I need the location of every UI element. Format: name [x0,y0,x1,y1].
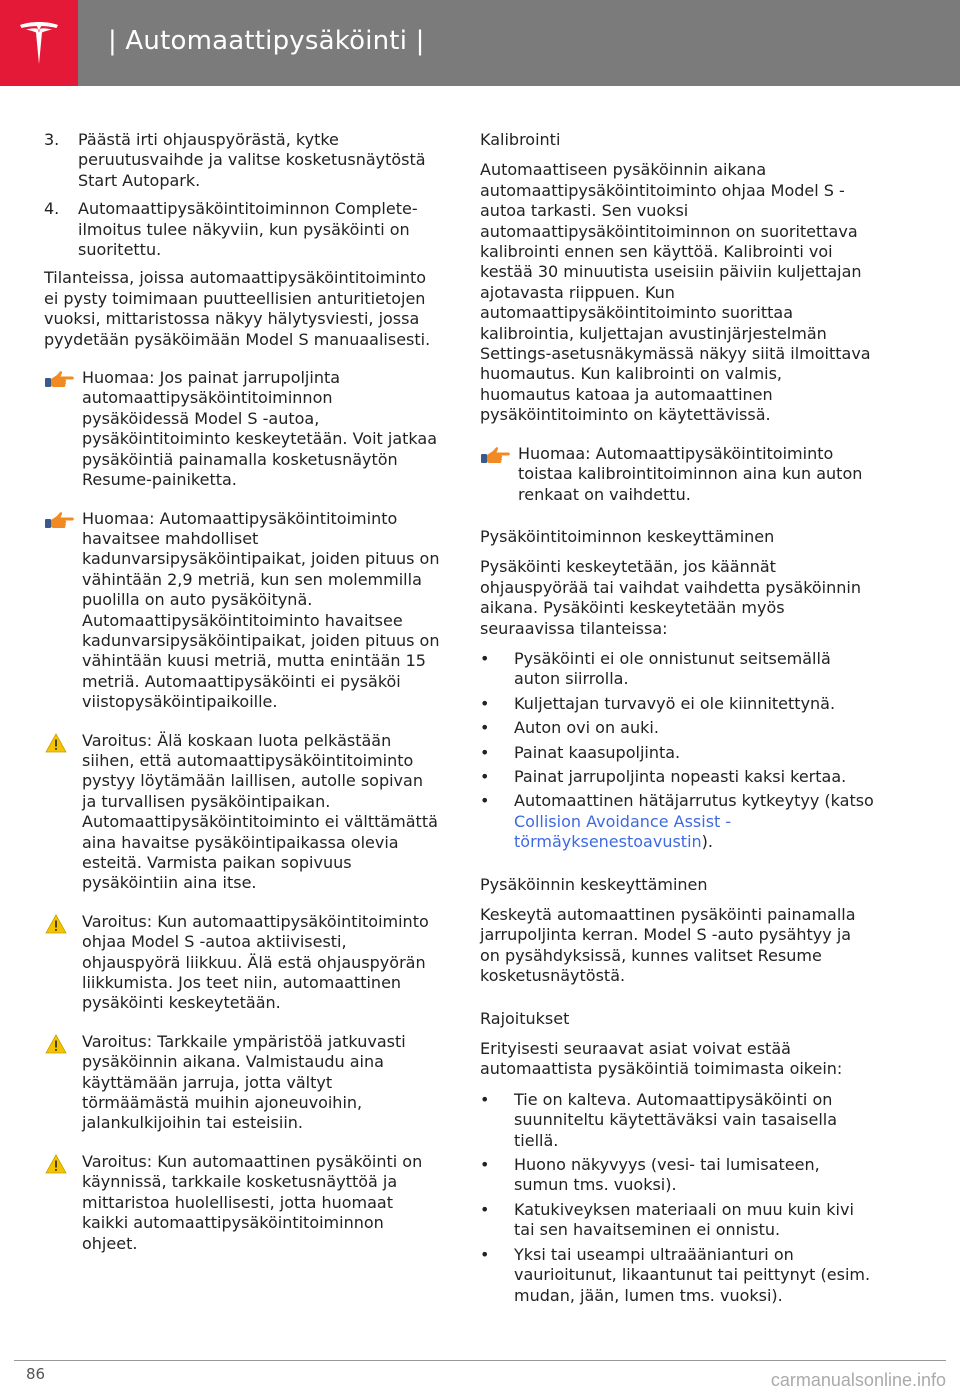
list-item-text: Huono näkyvyys (vesi- tai lumisateen, su… [514,1155,820,1195]
bullet-glyph: • [480,693,490,713]
list-item: • Kuljettajan turvavyö ei ole kiinnitetty… [480,694,876,714]
list-item: • Tie on kalteva. Automaattipysäköinti on… [480,1090,876,1151]
pointing-hand-icon [45,511,74,528]
bullet-glyph: • [480,1199,490,1219]
page-number: 86 [26,1365,46,1383]
warning-triangle-icon [45,1034,67,1054]
step-text: Automaattipysäköintitoiminnon Complete-i… [78,199,418,260]
step-item: 3. Päästä irti ohjauspyörästä, kytke per… [44,130,440,191]
step-text: Päästä irti ohjauspyörästä, kytke peruut… [78,130,426,190]
list-item-text: Painat kaasupoljinta. [514,742,681,762]
list-item: • Auton ovi on auki. [480,718,876,738]
pause-paragraph: Keskeytä automaattinen pysäköinti painam… [480,905,856,986]
list-item-text: Tie on kalteva. Automaattipysäköinti on … [514,1089,838,1150]
warning-text: Varoitus: Älä koskaan luota pelkästään s… [82,730,423,811]
note-block: Huomaa: Automaattipysäköintitoiminto toi… [480,444,876,505]
left-column: 3. Päästä irti ohjauspyörästä, kytke per… [44,130,440,1268]
footer-divider [14,1360,946,1361]
page-title: | Automaattipysäköinti | [108,26,425,56]
list-item-text: Katukiveyksen materiaali on muu kuin kiv… [514,1199,854,1240]
warning-block: Varoitus: Tarkkaile ympäristöä jatkuvast… [44,1032,440,1134]
warning-block: Varoitus: Älä koskaan luota pelkästään s… [44,731,440,894]
warning-block: Varoitus: Kun automaattipysäköintitoimin… [44,912,440,1014]
cancel-paragraph: Pysäköinti keskeytetään, jos käännät ohj… [480,557,861,638]
section-heading-cancel: Pysäköintitoiminnon keskeyttäminen [480,526,775,546]
warning-triangle-icon [45,913,67,934]
bullet-glyph: • [480,766,490,786]
section-heading-calibration: Kalibrointi [480,130,561,149]
warning-text: Varoitus: Kun automaattipysäköintitoimin… [82,911,429,1013]
section-heading-pause: Pysäköinnin keskeyttäminen [480,874,708,894]
list-item: • Painat jarrupoljinta nopeasti kaksi ker… [480,767,876,787]
note-block: Huomaa: Jos painat jarrupoljinta automaa… [44,368,440,490]
calibration-paragraph: Automaattiseen pysäköinnin aikana automa… [480,160,871,425]
pointing-hand-icon [481,446,510,463]
limitations-bullet-list: • Tie on kalteva. Automaattipysäköinti on… [480,1090,876,1306]
step-number: 4. [44,199,60,219]
section-heading-limitations: Rajoitukset [480,1008,570,1028]
list-item: • Painat kaasupoljinta. [480,743,876,763]
warning-triangle-icon [45,732,67,752]
intro-paragraph: Tilanteissa, joissa automaattipysäköinti… [44,268,431,349]
note-text: Huomaa: Automaattipysäköintitoiminto hav… [82,508,440,610]
cancel-bullet-list: • Pysäköinti ei ole onnistunut seitsemäll… [480,649,876,853]
warning-text: Varoitus: Kun automaattinen pysäköinti o… [82,1151,423,1253]
list-item: • Huono näkyvyys (vesi- tai lumisateen, s… [480,1155,876,1196]
step-item: 4. Automaattipysäköintitoiminnon Complet… [44,199,440,260]
list-item: • Yksi tai useampi ultraäänianturi on vau… [480,1245,876,1306]
collision-avoidance-link[interactable]: Collision Avoidance Assist -törmäyksenes… [514,811,732,852]
brand-logo [0,0,78,86]
list-item-text: Automaattinen hätäjarrutus kytkeytyy (ka… [514,791,874,811]
right-column: Kalibrointi Automaattiseen pysäköinnin a… [480,130,876,1316]
list-item-text: Auton ovi on auki. [514,718,659,738]
list-item-text: Yksi tai useampi ultraäänianturi on vaur… [514,1244,871,1305]
bullet-glyph: • [480,742,490,762]
bullet-glyph: • [480,648,490,668]
bullet-glyph: • [480,1089,490,1109]
watermark: carmanualsonline.info [770,1370,946,1390]
page-header: | Automaattipysäköinti | [0,0,960,86]
warning-text: Automaattipysäköintitoiminto ei välttämä… [82,812,438,893]
warning-triangle-icon [45,1154,67,1174]
bullet-glyph: • [480,718,490,738]
list-item-text: Painat jarrupoljinta nopeasti kaksi kert… [514,766,847,786]
note-text: Automaattipysäköintitoiminto havaitsee k… [82,610,440,712]
warning-text: Varoitus: Tarkkaile ympäristöä jatkuvast… [82,1031,406,1133]
list-item-text: Kuljettajan turvavyö ei ole kiinnitettyn… [514,693,836,713]
limitations-paragraph: Erityisesti seuraavat asiat voivat estää… [480,1039,843,1079]
list-item: • Automaattinen hätäjarrutus kytkeytyy (k… [480,791,876,852]
warning-block: Varoitus: Kun automaattinen pysäköinti o… [44,1152,440,1254]
step-number: 3. [44,130,60,149]
bullet-glyph: • [480,1155,490,1175]
bullet-glyph: • [480,791,490,811]
list-item: • Katukiveyksen materiaali on muu kuin ki… [480,1200,876,1241]
note-block: Huomaa: Automaattipysäköintitoiminto hav… [44,509,440,713]
tesla-logo-icon [20,22,58,65]
list-item-text: ). [701,832,713,852]
pointing-hand-icon [45,371,74,388]
note-text: Huomaa: Jos painat jarrupoljinta automaa… [82,368,437,490]
list-item-text: Pysäköinti ei ole onnistunut seitsemällä… [514,648,831,689]
note-text: Huomaa: Automaattipysäköintitoiminto toi… [518,443,863,504]
list-item: • Pysäköinti ei ole onnistunut seitsemäll… [480,649,876,690]
bullet-glyph: • [480,1244,490,1264]
